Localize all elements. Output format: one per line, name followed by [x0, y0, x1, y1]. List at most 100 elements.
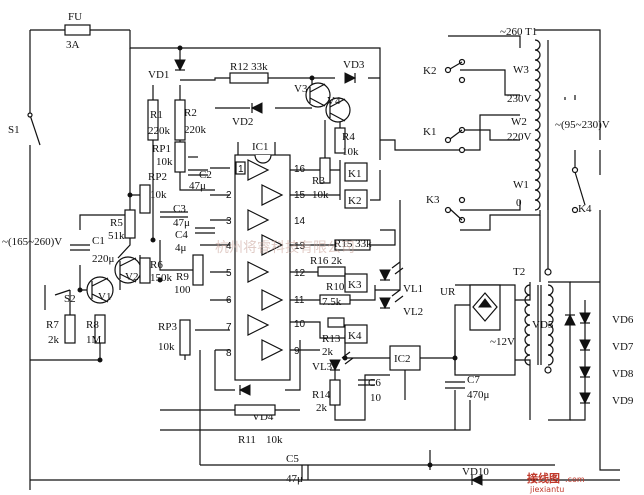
c7-label: C7: [467, 374, 480, 386]
junction-dots: [77, 45, 458, 468]
vd10-label: VD10: [462, 466, 489, 478]
vd3-label: VD3: [343, 59, 365, 71]
watermark-corner-domain: .com: [565, 475, 585, 484]
resistor-r10: [319, 294, 351, 305]
tap-230v-label: 230V: [507, 93, 532, 105]
contact-k1: [444, 126, 466, 154]
input-voltage-label: ~(165~260)V: [2, 236, 62, 248]
resistor-r11: [234, 404, 276, 416]
pin-15: 15: [294, 190, 306, 201]
potentiometer-rp3: [179, 319, 191, 356]
pin-1: 1: [238, 164, 244, 175]
vd7-label: VD7: [612, 341, 634, 353]
led-vl1: [379, 261, 404, 282]
k3-coil-label: K3: [348, 279, 362, 291]
r13-value: 2k: [322, 346, 334, 358]
ur-label: UR: [440, 286, 456, 298]
r5-value: 51k: [108, 230, 125, 242]
capacitor-c6: [358, 379, 375, 386]
resistor-r5: [124, 209, 136, 239]
r5-label: R5: [110, 217, 123, 229]
diode-vd6: [579, 312, 591, 325]
r3-value: 10k: [312, 189, 329, 201]
transformer-t1: [534, 39, 549, 211]
r7-label: R7: [46, 319, 59, 331]
watermark-corner: 接线图: [527, 471, 560, 485]
pin-13: 13: [294, 241, 306, 252]
capacitor-c7: [445, 381, 465, 389]
ac-12v-label: ~12V: [490, 336, 515, 348]
k1-coil-label: K1: [348, 168, 361, 180]
transistor-v1: [86, 276, 114, 304]
transformer-t2: [524, 268, 554, 374]
t2-label: T2: [513, 266, 525, 278]
vd9-label: VD9: [612, 395, 634, 407]
r8-value: 1M: [86, 334, 102, 346]
r2-label: R2: [184, 107, 197, 119]
diode-vd3: [344, 72, 357, 84]
r7-value: 2k: [48, 334, 60, 346]
r9-label: R9: [176, 271, 189, 283]
capacitor-c5: [301, 465, 309, 480]
wiring: [29, 29, 620, 490]
contact-k3: [444, 196, 466, 224]
r1-value: 220k: [148, 125, 171, 137]
r10-label: R10: [326, 281, 345, 293]
potentiometer-rp2: [139, 184, 151, 214]
r14-value: 2k: [316, 402, 328, 414]
r2-value: 220k: [184, 124, 207, 136]
c5-value: 47μ: [286, 473, 303, 485]
relay-k1: [344, 162, 368, 182]
resistor-r14: [329, 379, 341, 406]
vd2-label: VD2: [232, 116, 253, 128]
c3-label: C3: [173, 203, 186, 215]
resistor-r9: [192, 254, 204, 286]
k2-coil-label: K2: [348, 195, 361, 207]
r11-value: 10k: [266, 434, 283, 446]
relay-k4: [344, 324, 368, 344]
resistor-r6: [139, 257, 151, 284]
rp3-label: RP3: [158, 321, 177, 333]
diode-vd8: [579, 366, 591, 379]
pin-10: 10: [294, 319, 306, 330]
pin-7: 7: [226, 322, 232, 333]
relay-k2: [344, 189, 368, 209]
resistor-r8: [94, 314, 106, 344]
c6-label: C6: [368, 377, 381, 389]
resistor-r1: [147, 99, 159, 141]
transistor-v4: [325, 97, 351, 123]
pin-14: 14: [294, 216, 306, 227]
pin-12: 12: [294, 268, 306, 279]
v1-label: V1: [98, 291, 111, 303]
contact-k2: [444, 58, 466, 84]
vd8-label: VD8: [612, 368, 634, 380]
r9-value: 100: [174, 284, 191, 296]
rp1-label: RP1: [152, 143, 171, 155]
w1-label: W1: [513, 179, 529, 191]
c7-value: 470μ: [467, 389, 490, 401]
pin-6: 6: [226, 295, 232, 306]
capacitor-c4: [195, 227, 215, 234]
c6-value: 10: [370, 392, 382, 404]
pin-9: 9: [294, 346, 300, 357]
ic1-label: IC1: [252, 141, 269, 153]
switch-s1: [27, 112, 41, 146]
c5-label: C5: [286, 453, 299, 465]
vd1-label: VD1: [148, 69, 169, 81]
resistor-r15: [334, 239, 371, 251]
s1-label: S1: [8, 124, 20, 136]
capacitor-c3: [160, 211, 188, 218]
c2-label: C2: [199, 169, 212, 181]
k1-switch-label: K1: [423, 126, 436, 138]
rp3-value: 10k: [158, 341, 175, 353]
contact-k4: [571, 166, 586, 214]
tap-220v-label: 220V: [507, 131, 532, 143]
ic2-regulator: [389, 345, 421, 371]
pin-4: 4: [226, 241, 232, 252]
bridge-rectifier-ur: [469, 284, 501, 331]
tap-0-label: 0: [516, 197, 522, 209]
k4-switch-label: K4: [578, 203, 592, 215]
diode-vd7: [579, 339, 591, 352]
w2-label: W2: [511, 116, 527, 128]
